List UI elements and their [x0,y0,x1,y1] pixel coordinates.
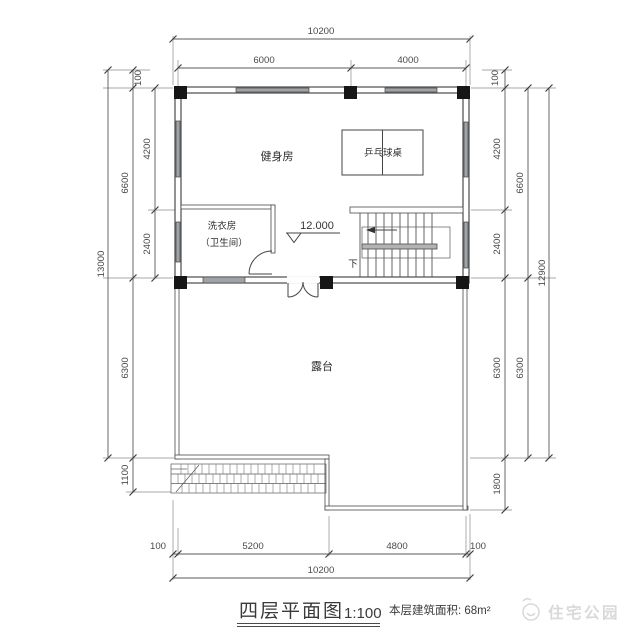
stairs: 下 [348,213,451,277]
drawing-scale: 1:100 [344,605,382,622]
stair-direction-arrow [366,226,375,234]
stair-landing-wall [349,206,464,214]
dim-ticks-right3 [545,84,553,462]
dim-bot-100r: 100 [470,541,486,552]
dim-left-4200: 4200 [142,138,153,159]
laundry-label: 洗衣房 [208,220,237,232]
dim-right-1800: 1800 [492,473,503,494]
window-top-right [384,87,438,93]
dim-top-total: 10200 [308,26,335,37]
dim-ticks-bot2 [169,574,474,582]
dim-bot-total: 10200 [308,565,335,576]
french-door-left-leaf [287,281,304,298]
dim-ticks-top1 [169,35,474,43]
dim-left-100: 100 [133,70,144,86]
dim-top-6000: 6000 [253,55,274,66]
laundry-wall-right [270,204,276,254]
dim-bot-4800: 4800 [386,541,407,552]
dim-left-13000: 13000 [96,251,107,278]
elevation-triangle [286,232,302,244]
watermark: 住宅公园 [522,597,620,622]
window-left-laundry [175,221,181,263]
dim-ticks-right1 [501,66,509,514]
walls [174,86,470,284]
watermark-logo-icon [522,603,540,621]
floor-area-note: 本层建筑面积: 68m² [389,603,491,617]
extension-lines [103,36,556,580]
watermark-text: 住宅公园 [548,603,620,622]
french-door-right-leaf [302,281,319,298]
dimension-labels: 10200 6000 4000 100 100 13000 6600 6300 … [96,26,548,576]
laundry-door-swing [248,250,273,275]
dim-ticks-right2 [524,84,532,462]
dim-top-4000: 4000 [397,55,418,66]
ping-pong-table: 乒乓球桌 [341,129,424,176]
dim-right-4200: 4200 [492,138,503,159]
doors [248,250,319,298]
terrace-parapet [174,282,469,511]
dim-bot-100l: 100 [150,541,166,552]
stair-down-label: 下 [348,259,358,270]
dim-ticks-bot1 [169,550,474,558]
laundry-sub-label: （卫生间） [200,237,248,249]
dim-left-1100: 1100 [120,465,131,486]
drawing-title: 四层平面图 [239,601,344,622]
dim-right-6600: 6600 [515,172,526,193]
dim-right-6300: 6300 [492,357,503,378]
dim-left-2400: 2400 [142,233,153,254]
window-top-left [235,87,310,93]
terrace-label: 露台 [311,359,333,373]
dim-ticks-top2 [174,64,470,72]
window-left-gym [175,120,181,178]
roof-hatch [170,463,327,494]
dim-left-6300: 6300 [120,357,131,378]
columns [174,86,470,289]
dimension-lines [107,38,550,579]
windows [175,87,469,284]
elevation-marker: 12.000 [286,220,340,244]
dim-ticks-left2 [129,66,137,496]
window-right-stair [463,221,469,269]
stair-handrail [361,243,438,250]
dim-right-100: 100 [490,70,501,86]
room-labels: 健身房 洗衣房 （卫生间） 露台 [200,149,333,373]
dim-ticks-left3 [151,84,159,282]
gym-label: 健身房 [261,149,294,163]
dim-ticks-left1 [104,66,112,462]
title-block: 四层平面图 1:100 本层建筑面积: 68m² [237,601,491,627]
dim-right-2400: 2400 [492,233,503,254]
dim-left-6600: 6600 [120,172,131,193]
window-right-gym [463,121,469,178]
laundry-wall-top [180,204,276,210]
elevation-value: 12.000 [300,220,334,232]
dim-bot-5200: 5200 [242,541,263,552]
window-mid-wall [202,276,246,284]
dim-right-12900: 12900 [537,260,548,287]
ping-pong-label: 乒乓球桌 [364,147,403,159]
dim-right-6300b: 6300 [515,357,526,378]
